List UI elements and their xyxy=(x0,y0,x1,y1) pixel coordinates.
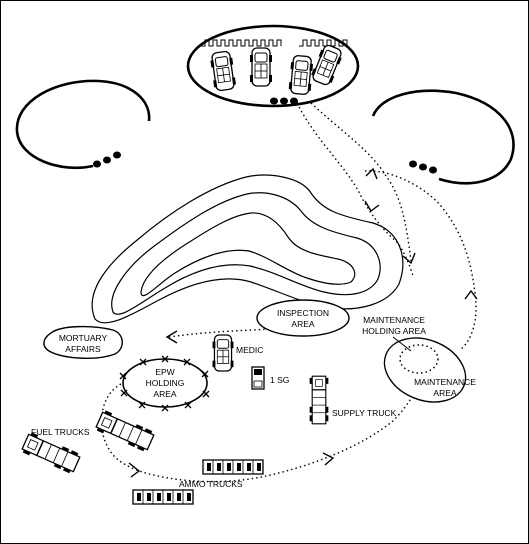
camouflage-net-right xyxy=(299,39,348,47)
mortuary-affairs-label-1: MORTUARY xyxy=(59,333,108,343)
medic-vehicle: MEDIC xyxy=(211,334,263,372)
inspection-area-label-1: INSPECTION xyxy=(277,308,329,318)
truck-icon xyxy=(202,459,264,475)
mortuary-affairs-label-2: AFFAIRS xyxy=(65,344,101,354)
vehicle-park-left xyxy=(15,79,151,170)
ellipsis-dots-icon xyxy=(270,97,298,105)
ammo-trucks-label: AMMO TRUCKS xyxy=(179,479,243,489)
vehicle-park-right xyxy=(371,89,515,185)
epw-holding-area: EPW HOLDING AREA xyxy=(119,355,210,412)
vehicle-icon xyxy=(249,47,273,87)
fuel-trucks: FUEL TRUCKS xyxy=(20,408,156,476)
vehicle-park-top xyxy=(186,24,360,108)
supply-truck: SUPPLY TRUCK xyxy=(309,375,397,425)
supply-truck-label: SUPPLY TRUCK xyxy=(332,408,397,418)
fuel-trucks-label: FUEL TRUCKS xyxy=(31,427,90,437)
first-sergeant-vehicle: 1 SG xyxy=(251,366,289,390)
route-right-loop xyxy=(364,170,477,350)
truck-icon xyxy=(94,408,156,454)
route-main-loop xyxy=(100,368,422,483)
maintenance-holding-label-2: HOLDING AREA xyxy=(362,326,426,336)
inspection-area: INSPECTION AREA xyxy=(256,299,350,337)
ellipsis-dots-icon xyxy=(93,151,121,168)
epw-label-1: EPW xyxy=(155,367,174,377)
camouflage-net-left xyxy=(201,39,282,47)
route-to-mortuary xyxy=(168,328,270,338)
ammo-trucks: AMMO TRUCKS xyxy=(132,459,264,505)
first-sergeant-label: 1 SG xyxy=(270,375,289,385)
maintenance-area-label-2: AREA xyxy=(433,388,456,398)
route-top-left xyxy=(296,102,414,277)
concertina-wire-icon xyxy=(119,355,210,412)
traffic-routes xyxy=(100,102,477,483)
ellipsis-dots-icon xyxy=(409,160,437,174)
route-top-right xyxy=(310,102,412,262)
leader-line xyxy=(392,336,412,352)
truck-icon xyxy=(20,430,82,476)
truck-icon xyxy=(309,375,329,425)
hill-terrain xyxy=(91,174,404,324)
maintenance-area-label-1: MAINTENANCE xyxy=(414,377,476,387)
mortuary-affairs: MORTUARY AFFAIRS xyxy=(43,325,123,359)
truck-icon xyxy=(132,489,194,505)
arrow-icon xyxy=(128,167,478,478)
maintenance-holding-label-1: MAINTENANCE xyxy=(363,315,425,325)
epw-label-3: AREA xyxy=(153,389,176,399)
vehicle-icon xyxy=(211,334,235,372)
epw-label-2: HOLDING xyxy=(146,378,185,388)
maintenance-holding-area xyxy=(399,344,439,374)
medic-label: MEDIC xyxy=(236,345,263,355)
inspection-area-label-2: AREA xyxy=(291,319,314,329)
maintenance-area: MAINTENANCE HOLDING AREA MAINTENANCE ARE… xyxy=(362,315,476,403)
